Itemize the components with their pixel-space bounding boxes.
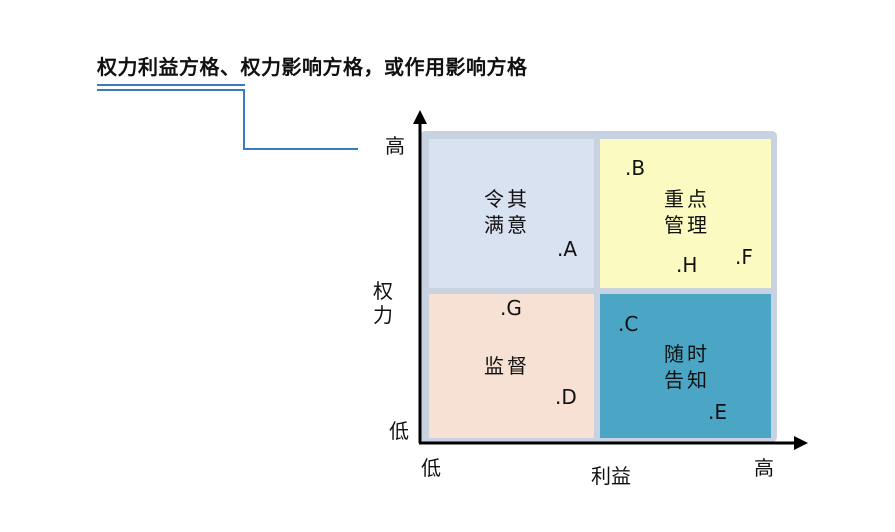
point-d: .D bbox=[555, 385, 577, 409]
title-underline-bottom bbox=[97, 89, 245, 91]
quadrant-monitor bbox=[429, 294, 594, 438]
y-axis-low-label: 低 bbox=[389, 419, 409, 443]
title-underline-top bbox=[97, 84, 245, 86]
connector-vertical bbox=[243, 89, 245, 150]
point-a: .A bbox=[557, 237, 578, 261]
quadrant-label-keep-satisfied: 令其 满意 bbox=[484, 187, 530, 237]
y-axis-arrow bbox=[413, 110, 427, 124]
connector-horizontal bbox=[243, 148, 358, 150]
x-axis-low-label: 低 bbox=[421, 456, 441, 480]
quadrant-label-keep-informed: 随时 告知 bbox=[664, 342, 710, 392]
page-title: 权力利益方格、权力影响方格，或作用影响方格 bbox=[97, 55, 528, 79]
x-axis-title: 利益 bbox=[591, 464, 631, 488]
quadrant-label-monitor: 监督 bbox=[484, 354, 530, 378]
quadrant-label-manage-closely: 重点 管理 bbox=[664, 187, 710, 237]
y-axis-high-label: 高 bbox=[385, 134, 405, 158]
quadrant-keep-informed bbox=[600, 294, 771, 438]
point-e: .E bbox=[708, 400, 727, 424]
x-axis-arrow bbox=[794, 436, 808, 450]
quadrant-manage-closely bbox=[600, 139, 771, 288]
point-h: .H bbox=[676, 253, 698, 277]
quadrant-keep-satisfied bbox=[429, 139, 594, 288]
point-c: .C bbox=[618, 312, 639, 336]
point-g: .G bbox=[500, 296, 522, 320]
point-f: .F bbox=[735, 245, 753, 269]
point-b: .B bbox=[625, 156, 646, 180]
y-axis-title: 权力 bbox=[373, 279, 393, 327]
x-axis-high-label: 高 bbox=[754, 456, 774, 480]
